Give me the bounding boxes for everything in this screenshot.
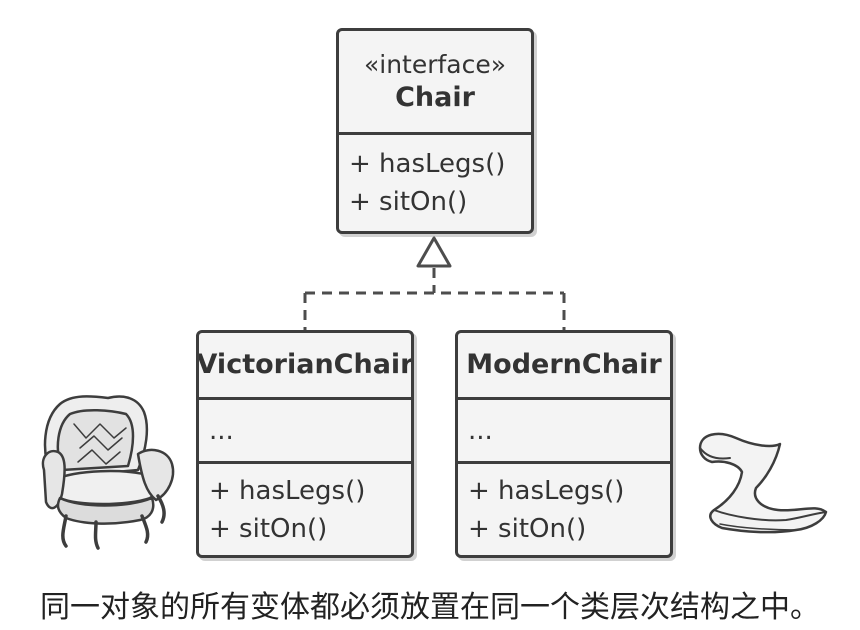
method-sit-on: + sitOn() xyxy=(468,513,587,544)
victorian-chair-name: VictorianChair xyxy=(196,349,414,380)
interface-stereotype: «interface» xyxy=(363,49,507,79)
victorian-armchair-icon xyxy=(41,395,175,550)
fields-ellipsis: ... xyxy=(209,415,234,446)
victorian-chair-class-box: VictorianChair ... + hasLegs() + sitOn() xyxy=(196,330,414,558)
interface-chair-box: «interface» Chair + hasLegs() + sitOn() xyxy=(336,28,534,234)
inheritance-arrowhead xyxy=(416,236,452,268)
modern-chair-methods: + hasLegs() + sitOn() xyxy=(458,461,670,555)
modern-chair-icon xyxy=(698,432,828,534)
victorian-chair-fields: ... xyxy=(199,397,411,461)
method-sit-on: + sitOn() xyxy=(349,187,468,217)
method-has-legs: + hasLegs() xyxy=(468,475,625,506)
interface-header: «interface» Chair xyxy=(339,31,531,132)
diagram-caption: 同一对象的所有变体都必须放置在同一个类层次结构之中。 xyxy=(40,590,820,625)
modern-chair-class-box: ModernChair ... + hasLegs() + sitOn() xyxy=(455,330,673,558)
fields-ellipsis: ... xyxy=(468,415,493,446)
method-has-legs: + hasLegs() xyxy=(349,149,506,179)
victorian-chair-methods: + hasLegs() + sitOn() xyxy=(199,461,411,555)
modern-chair-fields: ... xyxy=(458,397,670,461)
realization-connector xyxy=(303,268,566,330)
class-diagram xyxy=(41,236,828,550)
method-sit-on: + sitOn() xyxy=(209,513,328,544)
modern-chair-header: ModernChair xyxy=(458,333,670,397)
modern-chair-name: ModernChair xyxy=(466,349,662,380)
method-has-legs: + hasLegs() xyxy=(209,475,366,506)
interface-methods: + hasLegs() + sitOn() xyxy=(339,132,531,231)
interface-name: Chair xyxy=(395,81,475,113)
victorian-chair-header: VictorianChair xyxy=(199,333,411,397)
